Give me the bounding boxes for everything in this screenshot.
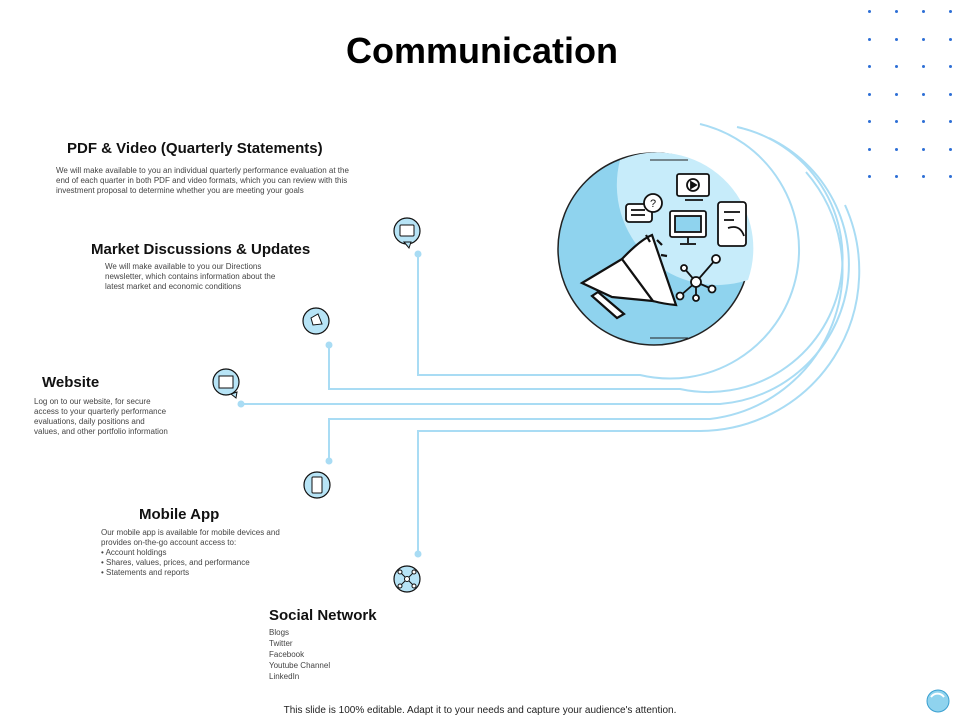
decorative-dot [895,175,898,178]
website-line: values, and other portfolio information [34,427,168,436]
decorative-dot [868,120,871,123]
social-network-item: Twitter [269,639,293,648]
connector-line-market [328,126,844,394]
decorative-dot [895,10,898,13]
website-heading: Website [42,374,100,391]
decorative-dot [895,120,898,123]
decorative-dot [868,37,871,41]
mobile-line: provides on-the-go account access to: [101,538,237,547]
svg-text:?: ? [650,198,656,210]
pdf-video-line: We will make available to you an individ… [56,166,349,175]
website-line: evaluations, daily positions and [34,417,145,426]
social-network-heading: Social Network [269,607,377,624]
decorative-dot [949,120,952,123]
social-network-item: Blogs [269,628,290,637]
decorative-dot [922,37,925,41]
mobile-node-icon [303,471,331,499]
footer-note: This slide is 100% editable. Adapt it to… [283,705,677,716]
computer-icon [669,210,707,245]
decorative-dot [868,92,871,96]
social-network-item: LinkedIn [269,672,300,681]
connector-line-website [241,137,850,405]
website-node-icon [212,368,240,399]
mobile-line: • Statements and reports [101,568,190,577]
connector-line-social [417,204,861,554]
decorative-dot [922,147,925,151]
social-network-item: Youtube Channel [269,661,331,670]
video-icon [676,173,710,201]
decorative-dot [895,147,898,151]
decorative-dot [895,37,898,41]
megaphone-icon [579,233,678,320]
mobile-line: • Account holdings [101,548,167,557]
pdf-video-heading: PDF & Video (Quarterly Statements) [67,140,323,157]
market-node-icon [302,307,330,335]
decorative-dot [895,65,898,68]
pdf-video-line: investment proposal to determine whether… [56,186,304,195]
decorative-dot [922,65,925,68]
decorative-dot [922,10,925,13]
pdf-video-description: We will make available to you an individ… [56,166,349,196]
website-description: Log on to our website, for secure access… [34,397,168,437]
connector-line-pdf [417,123,801,380]
market-discussions-description: We will make available to you our Direct… [105,262,275,292]
pdf-node-icon [393,217,421,250]
mobile-line: Our mobile app is available for mobile d… [101,528,280,537]
decorative-dot-grid [862,4,960,184]
smartphone-icon [717,201,747,247]
decorative-dot [949,92,952,96]
decorative-dot [949,175,952,178]
network-icon [675,254,721,302]
market-line: newsletter, which contains information a… [105,272,276,281]
decorative-dot [868,10,871,13]
decorative-dot [949,65,952,68]
decorative-dot [868,147,871,151]
social-network-item: Facebook [269,650,305,659]
connector-line-mobile [328,171,844,461]
mobile-line: • Shares, values, prices, and performanc… [101,558,250,567]
decorative-dot [949,37,952,41]
decorative-dot [868,65,871,68]
decorative-dot [922,120,925,123]
social-node-icon [393,565,421,593]
market-line: We will make available to you our Direct… [105,262,262,271]
decorative-dot [922,92,925,96]
website-line: Log on to our website, for secure [34,397,151,406]
social-network-list: Blogs Twitter Facebook Youtube Channel L… [269,627,330,682]
decorative-dot [949,10,952,13]
chat-bubble-icon: ? [625,193,663,223]
mobile-app-heading: Mobile App [139,506,220,523]
market-line: latest market and economic conditions [105,282,242,291]
decorative-dot [949,147,952,151]
decorative-dot [922,175,925,178]
mobile-app-description: Our mobile app is available for mobile d… [101,528,280,578]
decorative-dot [868,175,871,178]
decorative-dot [895,92,898,96]
slide-title: Communication [345,30,618,71]
slide-nav-button [926,689,950,713]
website-line: access to your quarterly performance [34,407,167,416]
pdf-video-line: end of each quarter in both PDF and vide… [56,176,348,185]
market-discussions-heading: Market Discussions & Updates [91,241,311,258]
